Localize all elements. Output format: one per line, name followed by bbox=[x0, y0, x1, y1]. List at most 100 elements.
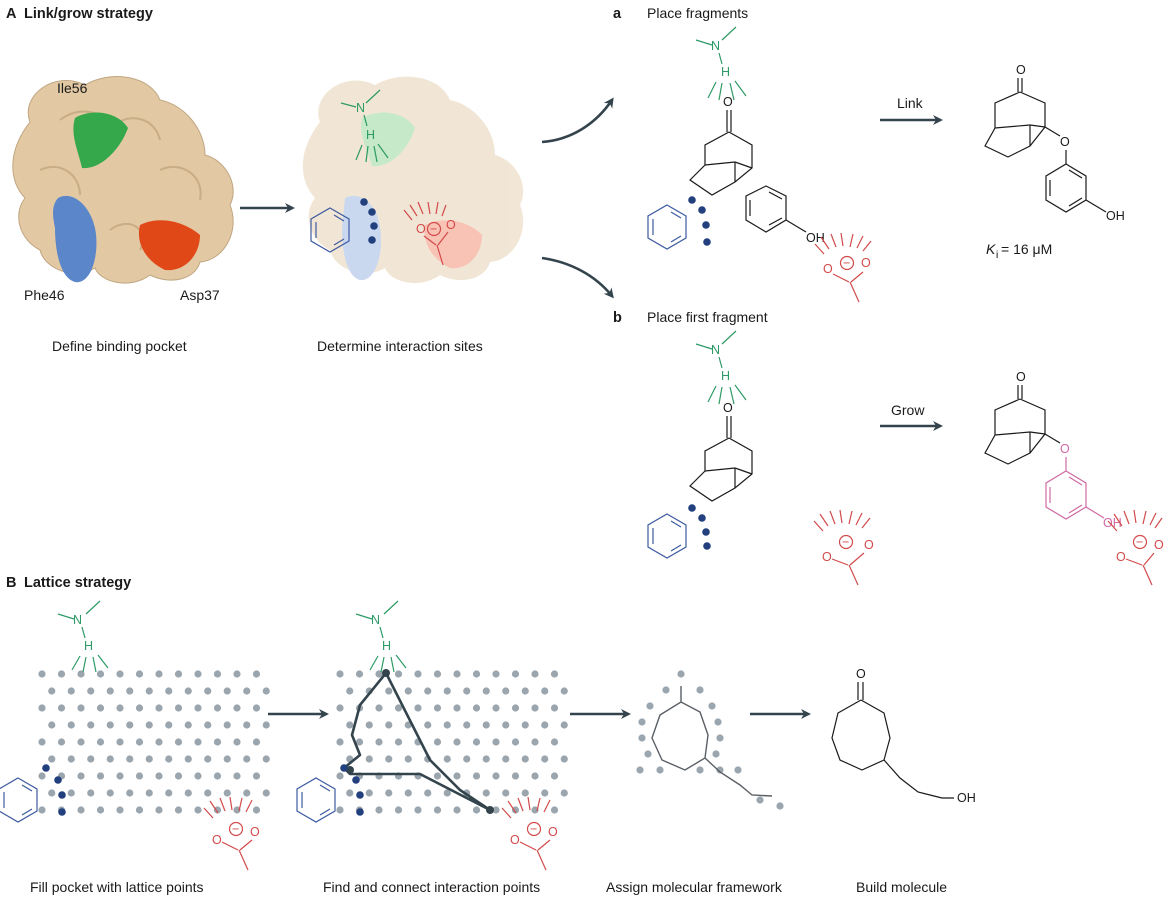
lattice-point bbox=[414, 670, 422, 678]
lattice-point bbox=[463, 687, 471, 695]
lattice-point bbox=[550, 806, 559, 814]
carboxylate-site-b-product: − O O bbox=[1107, 509, 1164, 586]
lattice-point bbox=[204, 721, 212, 729]
lattice-point bbox=[756, 796, 764, 804]
lattice-points-1 bbox=[38, 670, 270, 814]
lattice-point bbox=[776, 802, 784, 810]
sub-b-heading: Place first fragment bbox=[647, 309, 768, 325]
sub-b-letter: b bbox=[613, 310, 622, 326]
lattice-point bbox=[252, 704, 261, 712]
lattice-point bbox=[394, 670, 403, 678]
lattice-point bbox=[336, 670, 344, 678]
lattice-point bbox=[502, 755, 510, 763]
lattice-point bbox=[531, 806, 539, 814]
lattice-point bbox=[521, 687, 529, 695]
oh-atom: OH bbox=[1106, 209, 1125, 223]
o-atom: O bbox=[250, 825, 260, 839]
lattice-point bbox=[174, 806, 183, 814]
lattice-point bbox=[716, 766, 724, 774]
lattice-point bbox=[77, 772, 85, 780]
nh-donor-site-b: N H bbox=[695, 330, 747, 405]
lattice-point bbox=[194, 738, 202, 746]
lattice-point bbox=[38, 670, 46, 678]
lattice-point bbox=[174, 670, 183, 678]
lattice-point bbox=[433, 704, 442, 712]
lattice-point bbox=[385, 687, 393, 695]
caption-build-molecule: Build molecule bbox=[856, 879, 947, 895]
lattice-point bbox=[714, 718, 722, 726]
n-atom: N bbox=[711, 39, 720, 53]
link-label: Link bbox=[897, 95, 924, 111]
lattice-point bbox=[541, 789, 549, 797]
lattice-point bbox=[87, 721, 95, 729]
caption-connect-points: Find and connect interaction points bbox=[323, 879, 540, 895]
lattice-point bbox=[646, 702, 654, 710]
lattice-point bbox=[145, 789, 153, 797]
nh-donor-site-a0: N H bbox=[340, 89, 389, 163]
lattice-point bbox=[550, 738, 559, 746]
lattice-point bbox=[541, 687, 549, 695]
lattice-point bbox=[346, 687, 354, 695]
lattice-point bbox=[184, 789, 192, 797]
lattice-point bbox=[550, 772, 559, 780]
asp37-patch bbox=[138, 220, 200, 271]
interaction-sites-surface bbox=[302, 76, 524, 284]
lattice-point bbox=[48, 721, 56, 729]
n-atom: N bbox=[73, 613, 82, 627]
hydrophobic-dots bbox=[688, 504, 711, 550]
minus-charge: − bbox=[232, 822, 239, 836]
lattice-point bbox=[38, 806, 46, 814]
benzene-site-icon bbox=[647, 513, 687, 559]
caption-define-pocket: Define binding pocket bbox=[52, 338, 187, 354]
lattice-point bbox=[502, 789, 510, 797]
nh-donor-site-a: N H bbox=[695, 26, 747, 101]
lattice-point bbox=[155, 738, 163, 746]
lattice-point bbox=[165, 789, 173, 797]
sub-a-letter: a bbox=[613, 6, 622, 22]
caption-interaction-sites: Determine interaction sites bbox=[317, 338, 483, 354]
lattice-point bbox=[531, 704, 539, 712]
lattice-point bbox=[106, 687, 114, 695]
lattice-point bbox=[385, 721, 393, 729]
h-atom: H bbox=[366, 128, 375, 142]
o-atom: O bbox=[416, 222, 426, 236]
ki-symbol: K bbox=[986, 241, 996, 257]
lattice-point bbox=[521, 755, 529, 763]
o-atom: O bbox=[822, 550, 832, 564]
lattice-point bbox=[521, 789, 529, 797]
lattice-point bbox=[126, 755, 134, 763]
lattice-point bbox=[116, 670, 124, 678]
lattice-point bbox=[492, 738, 500, 746]
lattice-point bbox=[57, 704, 66, 712]
h-atom: H bbox=[382, 639, 391, 653]
lattice-point bbox=[502, 721, 510, 729]
lattice-point bbox=[38, 704, 46, 712]
lattice-point bbox=[48, 789, 56, 797]
lattice-point bbox=[550, 670, 559, 678]
o-atom: O bbox=[1154, 538, 1164, 552]
lattice-point bbox=[482, 755, 490, 763]
lattice-point bbox=[165, 721, 173, 729]
lattice-point bbox=[233, 806, 241, 814]
caption-fill-lattice: Fill pocket with lattice points bbox=[30, 879, 204, 895]
lattice-point bbox=[262, 721, 270, 729]
lattice-point bbox=[204, 755, 212, 763]
panel-b-header: B Lattice strategy bbox=[6, 575, 131, 591]
lattice-point bbox=[482, 721, 490, 729]
o-atom: O bbox=[510, 833, 520, 847]
lattice-point bbox=[243, 755, 251, 763]
lattice-point bbox=[472, 806, 481, 814]
lattice-point bbox=[155, 670, 163, 678]
lattice-point bbox=[492, 772, 500, 780]
lattice-point bbox=[184, 755, 192, 763]
lattice-point bbox=[57, 738, 66, 746]
o-atom: O bbox=[1060, 135, 1070, 149]
lattice-point bbox=[638, 734, 646, 742]
lattice-point bbox=[184, 721, 192, 729]
lattice-point bbox=[67, 687, 75, 695]
minus-charge: − bbox=[430, 222, 437, 236]
lattice-point bbox=[233, 738, 241, 746]
lattice-point bbox=[443, 687, 451, 695]
lattice-point bbox=[482, 789, 490, 797]
lattice-point bbox=[135, 738, 144, 746]
